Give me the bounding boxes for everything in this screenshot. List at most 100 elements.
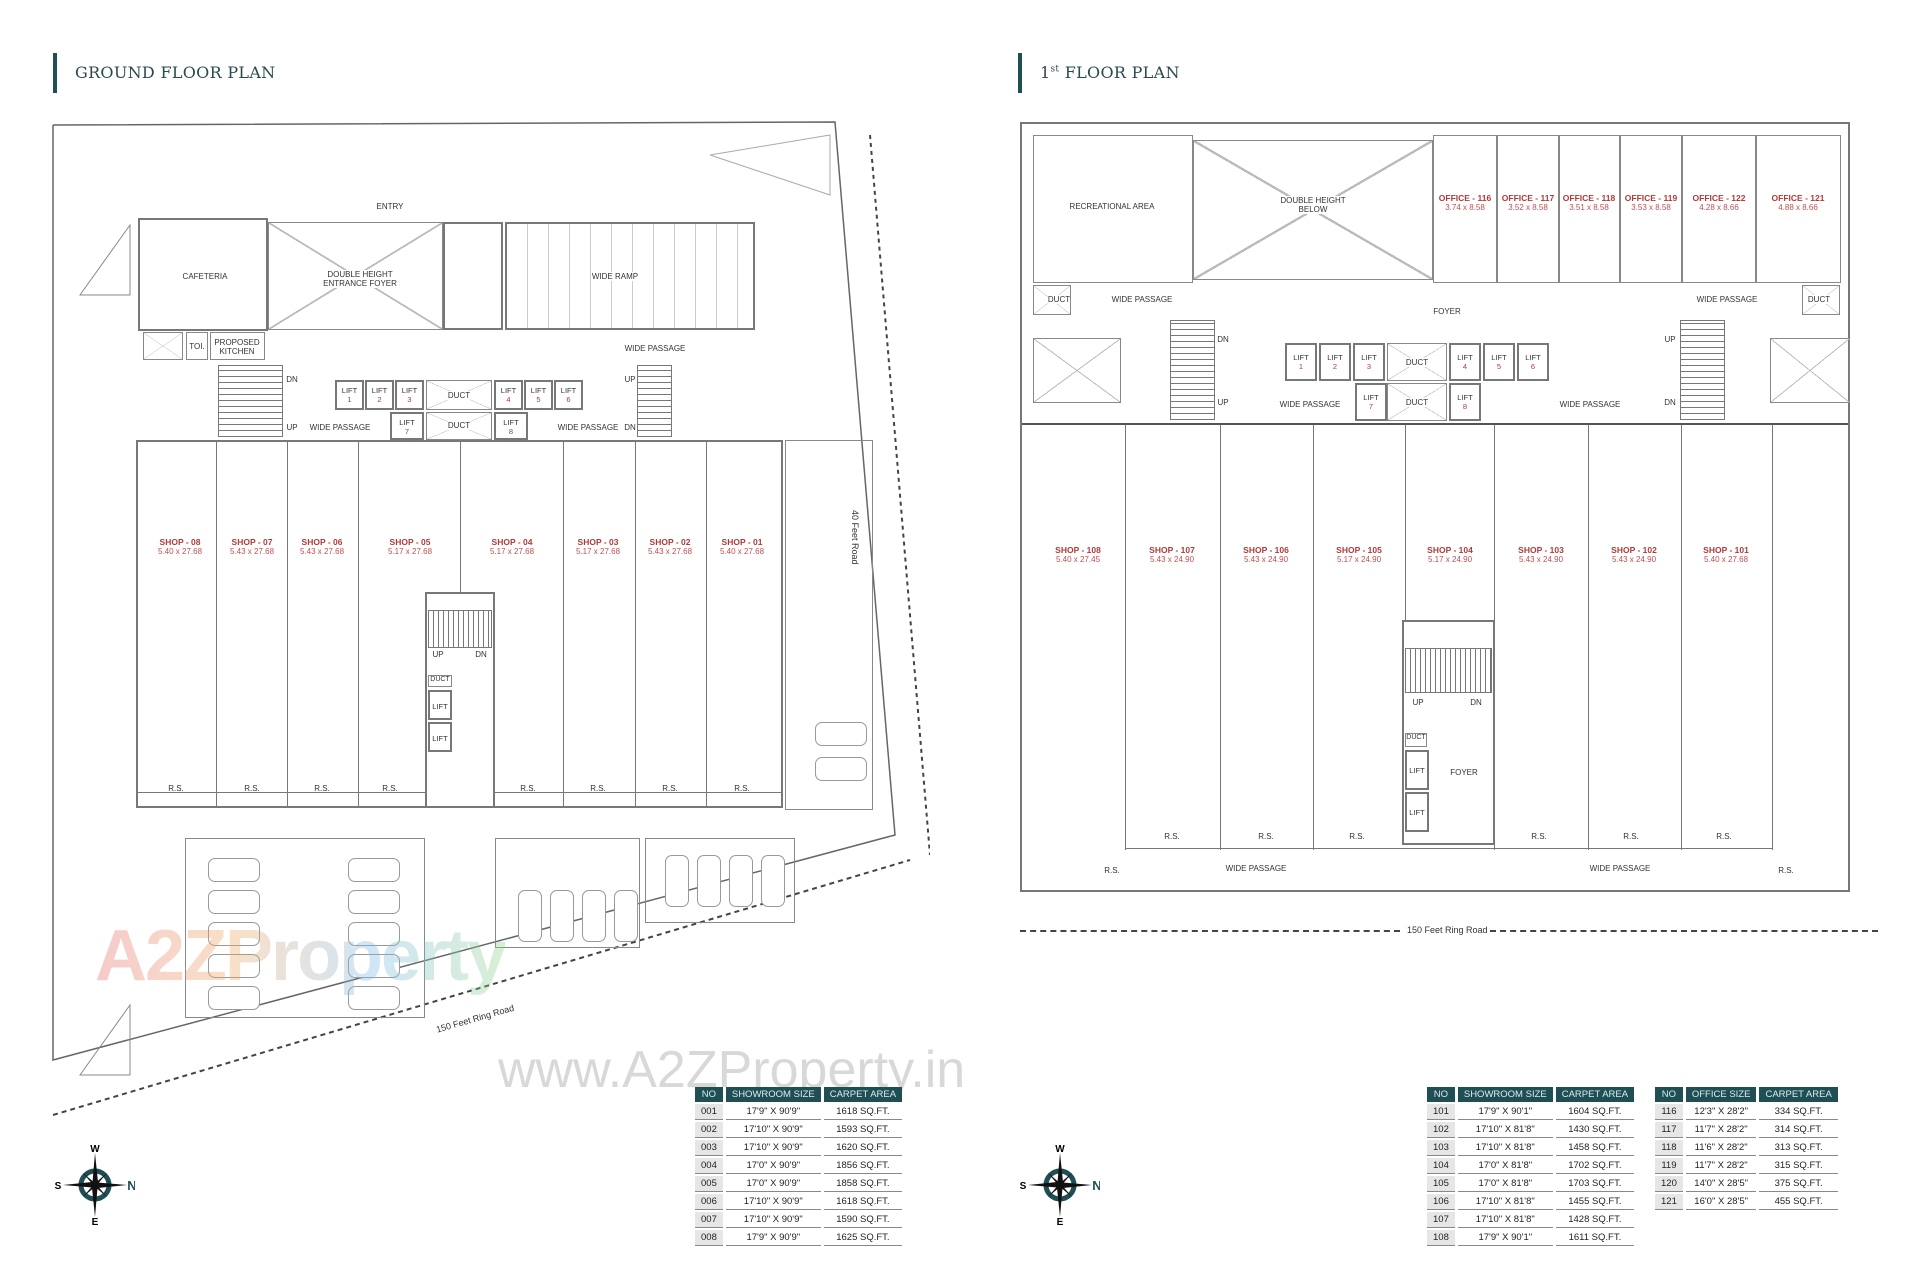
staircase-left: [218, 365, 283, 437]
rs-label: R.S.: [1349, 832, 1365, 841]
central-duct: DUCT: [428, 675, 452, 687]
wide-passage-label-fl: WIDE PASSAGE: [1111, 295, 1173, 304]
compass-icon: W E S N: [1020, 1145, 1100, 1225]
central-lift-2: LIFT: [428, 722, 452, 752]
rs-label: R.S.: [734, 784, 750, 793]
entrance-foyer-label: DOUBLE HEIGHT ENTRANCE FOYER: [323, 270, 397, 289]
central-staircase: [428, 610, 492, 648]
staircase-right: [637, 365, 672, 437]
dn-label-fl-left: DN: [1217, 335, 1229, 344]
duct-left-top: [143, 332, 183, 360]
car-icon: [697, 855, 721, 907]
rs-label: R.S.: [520, 784, 536, 793]
duct-label-2: DUCT: [447, 421, 471, 431]
wide-ramp-label: WIDE RAMP: [591, 272, 639, 282]
parking-area-right: [645, 838, 795, 923]
office-121: [1756, 135, 1841, 283]
kitchen-room: [210, 332, 265, 360]
central-foyer-label: FOYER: [1450, 768, 1478, 777]
col-header: NO: [1427, 1087, 1455, 1102]
central-up-label: UP: [432, 650, 444, 659]
rs-label: R.S.: [1258, 832, 1274, 841]
parking-area-left: [185, 838, 425, 1018]
rs-label: R.S.: [1104, 866, 1120, 875]
up-label-right: UP: [624, 375, 636, 384]
rs-label: R.S.: [314, 784, 330, 793]
wide-passage-label-left: WIDE PASSAGE: [309, 423, 371, 432]
col-header: NO: [695, 1087, 723, 1102]
lobby: [443, 222, 503, 330]
car-icon: [208, 858, 260, 882]
site-boundary: [52, 121, 930, 1116]
side-parking: [785, 440, 873, 810]
shaft-left: [1033, 338, 1121, 403]
dn-label-left: DN: [286, 375, 298, 384]
entry-label: ENTRY: [376, 202, 404, 211]
up-label-fl-right: UP: [1664, 335, 1676, 344]
watermark-logo: A2ZProperty: [95, 916, 507, 996]
col-header: CARPET AREA: [1555, 1087, 1635, 1102]
wide-passage-label-fr: WIDE PASSAGE: [1696, 295, 1758, 304]
car-icon: [614, 890, 638, 942]
duct-core-fl-bottom-label: DUCT: [1405, 398, 1429, 408]
svg-text:E: E: [92, 1217, 99, 1225]
rs-label: R.S.: [1778, 866, 1794, 875]
up-label-left: UP: [286, 423, 298, 432]
col-header: SHOWROOM SIZE: [725, 1087, 821, 1102]
central-staircase-fl: [1405, 648, 1492, 693]
car-icon: [348, 954, 400, 978]
central-dn-fl: DN: [1470, 698, 1482, 707]
road-label-40ft: 40 Feet Road: [850, 510, 860, 565]
rs-label: R.S.: [1716, 832, 1732, 841]
svg-text:N: N: [1092, 1178, 1100, 1193]
shaft-right: [1770, 338, 1850, 403]
rs-label: R.S.: [1164, 832, 1180, 841]
car-icon: [348, 858, 400, 882]
central-lift-1: LIFT: [428, 690, 452, 720]
col-header: OFFICE SIZE: [1685, 1087, 1757, 1102]
svg-text:W: W: [1055, 1145, 1065, 1155]
central-lift-fl-1: LIFT: [1405, 750, 1429, 790]
svg-text:S: S: [55, 1181, 62, 1192]
svg-text:W: W: [90, 1145, 100, 1155]
rs-label: R.S.: [382, 784, 398, 793]
duct-label: DUCT: [447, 391, 471, 401]
car-icon: [208, 922, 260, 946]
wide-passage-bottom-right: WIDE PASSAGE: [1589, 864, 1651, 873]
staircase-right-fl: [1680, 320, 1725, 420]
car-icon: [729, 855, 753, 907]
first-floor-outline: [1020, 122, 1850, 892]
svg-text:E: E: [1057, 1217, 1064, 1225]
car-icon: [208, 986, 260, 1010]
svg-text:N: N: [127, 1178, 135, 1193]
